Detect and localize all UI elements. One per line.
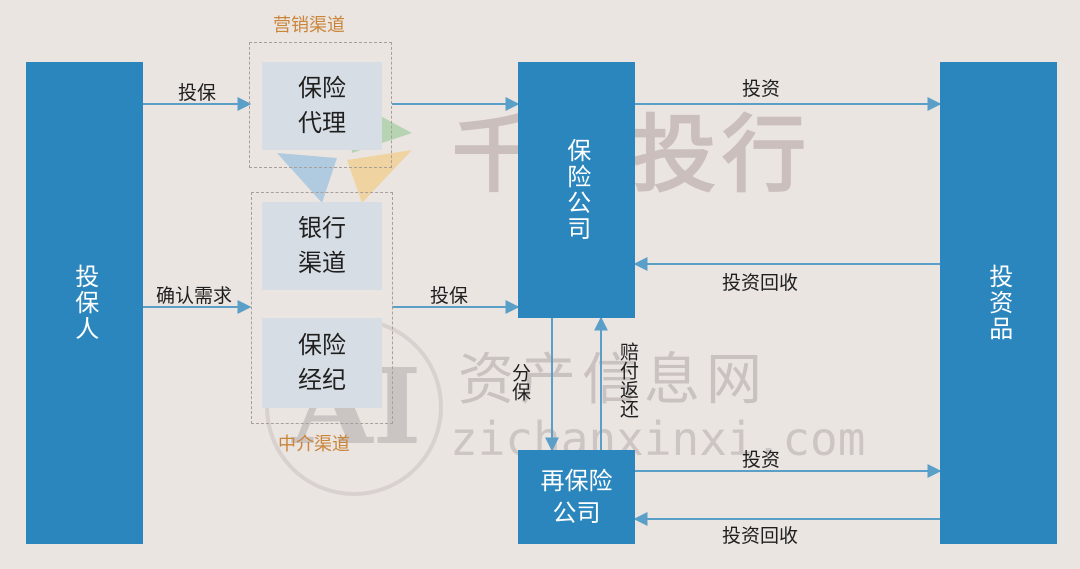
investment-products-label: 投资品 (984, 264, 1013, 342)
edge-label-cede: 分保 (509, 363, 531, 401)
investment-products-box: 投资品 (940, 62, 1057, 544)
edge-label-confirm-needs: 确认需求 (156, 285, 233, 307)
insurance-agency-box: 保险 代理 (262, 62, 382, 150)
insurance-company-label: 保险公司 (562, 138, 591, 242)
bank-channel-box: 银行 渠道 (262, 202, 382, 290)
reinsurance-company-box: 再保险 公司 (518, 450, 635, 544)
edge-label-investment-recovery-2: 投资回收 (722, 525, 799, 547)
insurance-brokerage-box: 保险 经纪 (262, 318, 382, 408)
edge-label-claim-return: 赔付返还 (617, 342, 639, 418)
edge-label-investment-recovery-1: 投资回收 (722, 272, 799, 294)
edge-label-insure-1: 投保 (178, 82, 217, 104)
marketing-channel-group (249, 42, 392, 168)
insurance-company-box: 保险公司 (518, 62, 635, 318)
reinsurance-company-label: 再保险 公司 (540, 466, 613, 527)
edge-label-invest-1: 投资 (742, 78, 781, 100)
policyholder-label: 投保人 (70, 264, 99, 342)
intermediary-channel-label: 中介渠道 (278, 434, 350, 455)
policyholder-box: 投保人 (26, 62, 143, 544)
edge-label-insure-2: 投保 (430, 285, 469, 307)
edge-label-invest-2: 投资 (742, 449, 781, 471)
marketing-channel-label: 营销渠道 (273, 15, 345, 36)
intermediary-channel-group (251, 192, 393, 424)
